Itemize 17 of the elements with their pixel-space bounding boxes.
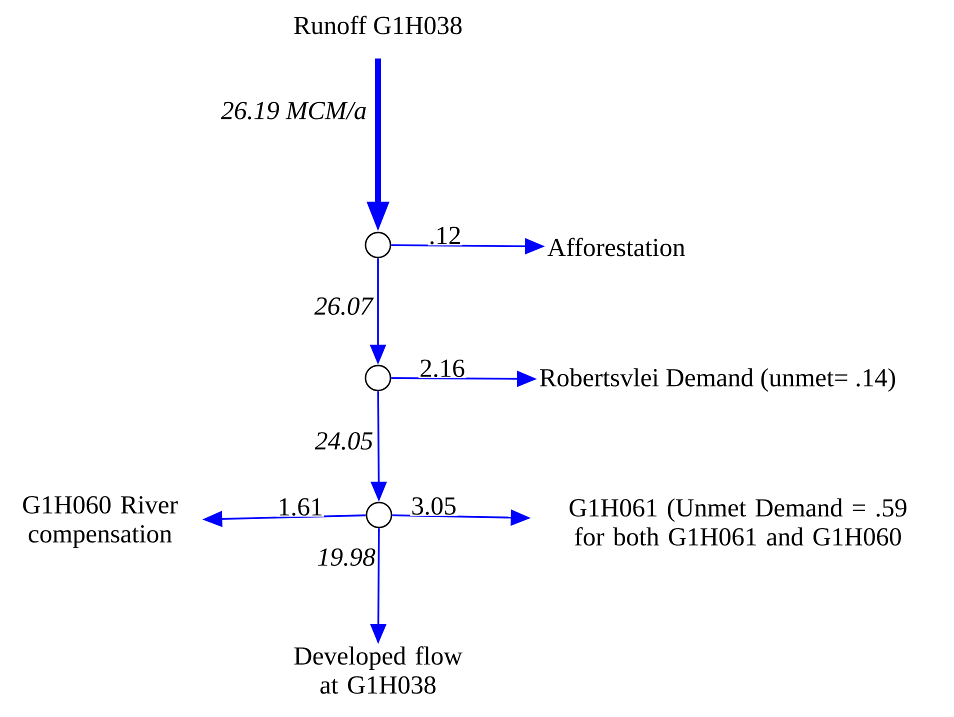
junction-circle: [366, 502, 392, 528]
flow-label: G1H061 (Unmet Demand = .59 for both G1H061 and G1H060: [570, 498, 906, 546]
edge-label: 19.98: [318, 548, 376, 566]
edge-label: 3.05: [412, 497, 456, 515]
edge-label: 24.05: [314, 432, 372, 450]
flow-label: Developed flow at G1H038: [294, 646, 462, 694]
junction-circle: [364, 232, 392, 258]
flow-label: G1H060 River compensation: [23, 496, 178, 548]
flow-label: Runoff G1H038: [294, 16, 462, 34]
edge-label: 26.19 MCM/a: [220, 102, 366, 120]
edge-label: 26.07: [314, 297, 374, 315]
edge-label: 2.16: [420, 360, 464, 378]
flow-label: Robertsvlei Demand (unmet= .14): [540, 368, 895, 392]
edge-label: .12: [430, 226, 460, 244]
junction-circle: [364, 364, 392, 392]
edge-label: 1.61: [280, 498, 322, 516]
flow-label: Afforestation: [547, 238, 685, 256]
